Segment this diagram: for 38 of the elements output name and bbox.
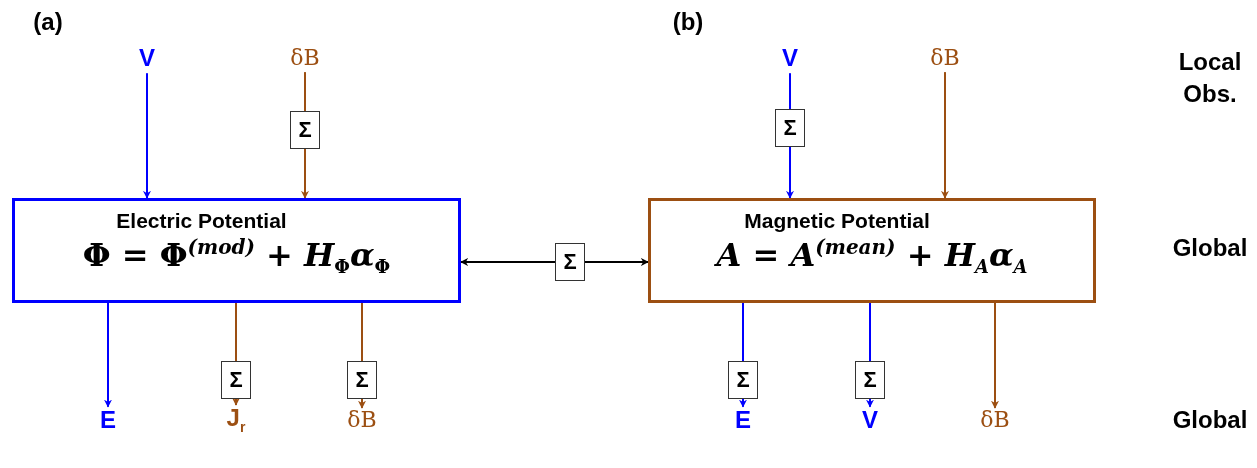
- arrow: [232, 397, 240, 406]
- variable-label: δB: [347, 407, 377, 433]
- arrow: [358, 398, 366, 409]
- equation: Φ = Φ$^{(mod)}$ + H$_{Φ}$α$_{Φ}$: [82, 235, 391, 278]
- side-label: Local Obs.: [1177, 46, 1243, 109]
- box-title: Magnetic Potential: [744, 209, 930, 233]
- side-label: Global: [1172, 406, 1248, 434]
- arrow: [584, 258, 649, 266]
- arrow: [143, 72, 151, 199]
- variable-label: E: [100, 406, 116, 434]
- potential-box: [648, 198, 1096, 303]
- arrow: [460, 258, 556, 266]
- potential-box: [12, 198, 461, 303]
- arrow: [941, 71, 949, 199]
- arrow: [786, 146, 794, 199]
- variable-label: δB: [290, 45, 320, 71]
- arrow: [866, 398, 874, 408]
- sum-box: Σ: [555, 243, 585, 281]
- variable-label: J$_{r}$: [226, 404, 246, 436]
- sum-box: Σ: [728, 361, 758, 399]
- sum-box: Σ: [290, 111, 320, 149]
- sum-box: Σ: [855, 361, 885, 399]
- side-label: (b): [672, 8, 704, 36]
- variable-label: V: [782, 44, 798, 72]
- equation: A = A$^{(mean)}$ + H$_{A}$α$_{A}$: [716, 235, 1028, 278]
- arrow: [301, 148, 309, 199]
- arrow: [739, 398, 747, 408]
- side-label: (a): [33, 8, 63, 36]
- variable-label: δB: [930, 45, 960, 71]
- variable-label: δB: [980, 407, 1010, 433]
- sum-box: Σ: [221, 361, 251, 399]
- variable-label: V: [139, 44, 155, 72]
- box-title: Electric Potential: [116, 209, 287, 233]
- variable-label: V: [862, 406, 878, 434]
- sum-box: Σ: [775, 109, 805, 147]
- sum-box: Σ: [347, 361, 377, 399]
- variable-label: E: [735, 406, 751, 434]
- side-label: Global: [1172, 234, 1248, 262]
